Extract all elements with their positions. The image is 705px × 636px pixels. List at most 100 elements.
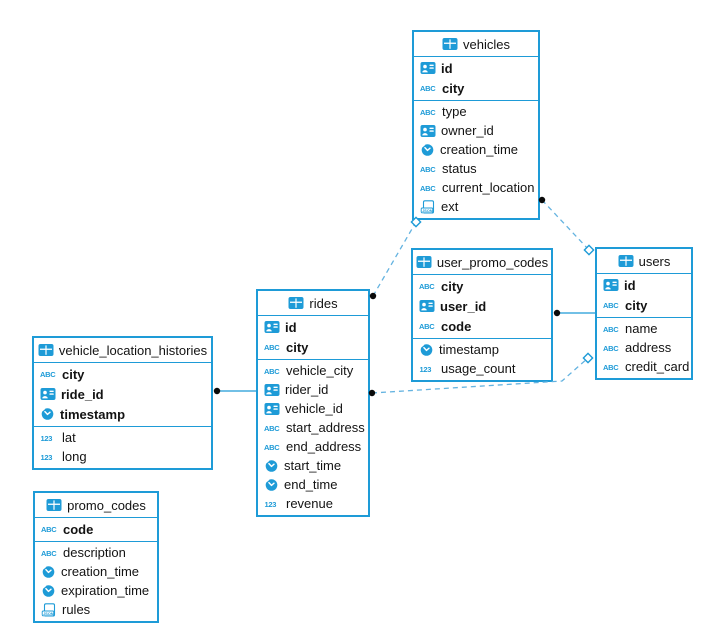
- column-label: vehicle_city: [286, 363, 354, 378]
- timestamp-type-icon: [265, 459, 278, 472]
- text-type-icon: ABC: [603, 344, 620, 353]
- svg-text:ABC: ABC: [420, 184, 436, 193]
- text-type-icon: ABC: [41, 549, 58, 558]
- table-header-users[interactable]: users: [597, 249, 691, 274]
- column-row-end_time[interactable]: end_time: [258, 475, 368, 494]
- column-row-status[interactable]: ABC status: [414, 159, 538, 178]
- column-row-rider_id[interactable]: rider_id: [258, 380, 368, 399]
- svg-text:ABC: ABC: [420, 84, 436, 93]
- column-label: status: [442, 161, 477, 176]
- column-label: user_id: [440, 298, 487, 314]
- table-title: vehicles: [463, 36, 510, 52]
- text-type-icon: ABC: [420, 165, 437, 174]
- column-row-owner_id[interactable]: owner_id: [414, 121, 538, 140]
- column-label: type: [442, 104, 467, 119]
- svg-text:ABC: ABC: [420, 165, 436, 174]
- column-label: end_time: [284, 477, 338, 492]
- column-label: city: [286, 339, 309, 355]
- table-header-promo_codes[interactable]: promo_codes: [35, 493, 157, 518]
- table-header-rides[interactable]: rides: [258, 291, 368, 316]
- id-type-icon: [264, 383, 280, 396]
- timestamp-type-icon: [420, 343, 433, 356]
- text-type-icon: ABC: [40, 370, 57, 379]
- column-row-vehicle_id[interactable]: vehicle_id: [258, 399, 368, 418]
- svg-text:123: 123: [41, 434, 53, 443]
- table-icon: [46, 499, 62, 511]
- column-row-timestamp[interactable]: timestamp: [413, 340, 551, 359]
- svg-text:ABC: ABC: [420, 108, 436, 117]
- text-type-icon: ABC: [264, 443, 281, 452]
- table-header-user_promo_codes[interactable]: user_promo_codes: [413, 250, 551, 275]
- column-label: rider_id: [285, 382, 329, 397]
- column-row-timestamp[interactable]: timestamp: [34, 404, 211, 424]
- column-row-start_time[interactable]: start_time: [258, 456, 368, 475]
- column-row-expiration_time[interactable]: expiration_time: [35, 581, 157, 600]
- column-row-creation_time[interactable]: creation_time: [414, 140, 538, 159]
- id-type-icon: [264, 402, 280, 415]
- column-label: credit_card: [625, 359, 690, 374]
- column-row-id[interactable]: id: [597, 275, 691, 295]
- column-label: address: [625, 340, 672, 355]
- table-header-vehicles[interactable]: vehicles: [414, 32, 538, 57]
- timestamp-type-icon: [421, 143, 434, 156]
- relationship-diamond-marker: [582, 352, 594, 364]
- table-header-vehicle_location_histories[interactable]: vehicle_location_histories: [34, 338, 211, 363]
- table-title: rides: [309, 295, 338, 311]
- column-label: vehicle_id: [285, 401, 343, 416]
- column-label: lat: [62, 430, 76, 445]
- svg-text:JSON: JSON: [43, 611, 54, 615]
- text-type-icon: ABC: [603, 325, 620, 334]
- text-type-icon: ABC: [420, 108, 437, 117]
- column-row-ride_id[interactable]: ride_id: [34, 384, 211, 404]
- column-row-id[interactable]: id: [258, 317, 368, 337]
- text-type-icon: ABC: [264, 424, 281, 433]
- table-icon: [618, 255, 634, 267]
- column-row-type[interactable]: ABC type: [414, 102, 538, 121]
- number-type-icon: 123: [420, 365, 432, 374]
- svg-text:ABC: ABC: [419, 282, 435, 291]
- column-row-lat[interactable]: 123 lat: [34, 428, 211, 447]
- column-label: code: [441, 318, 472, 334]
- column-row-address[interactable]: ABC address: [597, 338, 691, 357]
- column-row-creation_time[interactable]: creation_time: [35, 562, 157, 581]
- id-type-icon: [420, 124, 436, 137]
- column-label: creation_time: [440, 142, 519, 157]
- id-type-icon: [419, 300, 435, 312]
- column-label: id: [624, 277, 636, 293]
- column-row-city[interactable]: ABC city: [413, 276, 551, 296]
- column-row-id[interactable]: id: [414, 58, 538, 78]
- table-title: vehicle_location_histories: [58, 342, 208, 358]
- column-row-user_id[interactable]: user_id: [413, 296, 551, 316]
- number-type-icon: 123: [41, 434, 53, 443]
- column-label: city: [441, 278, 464, 294]
